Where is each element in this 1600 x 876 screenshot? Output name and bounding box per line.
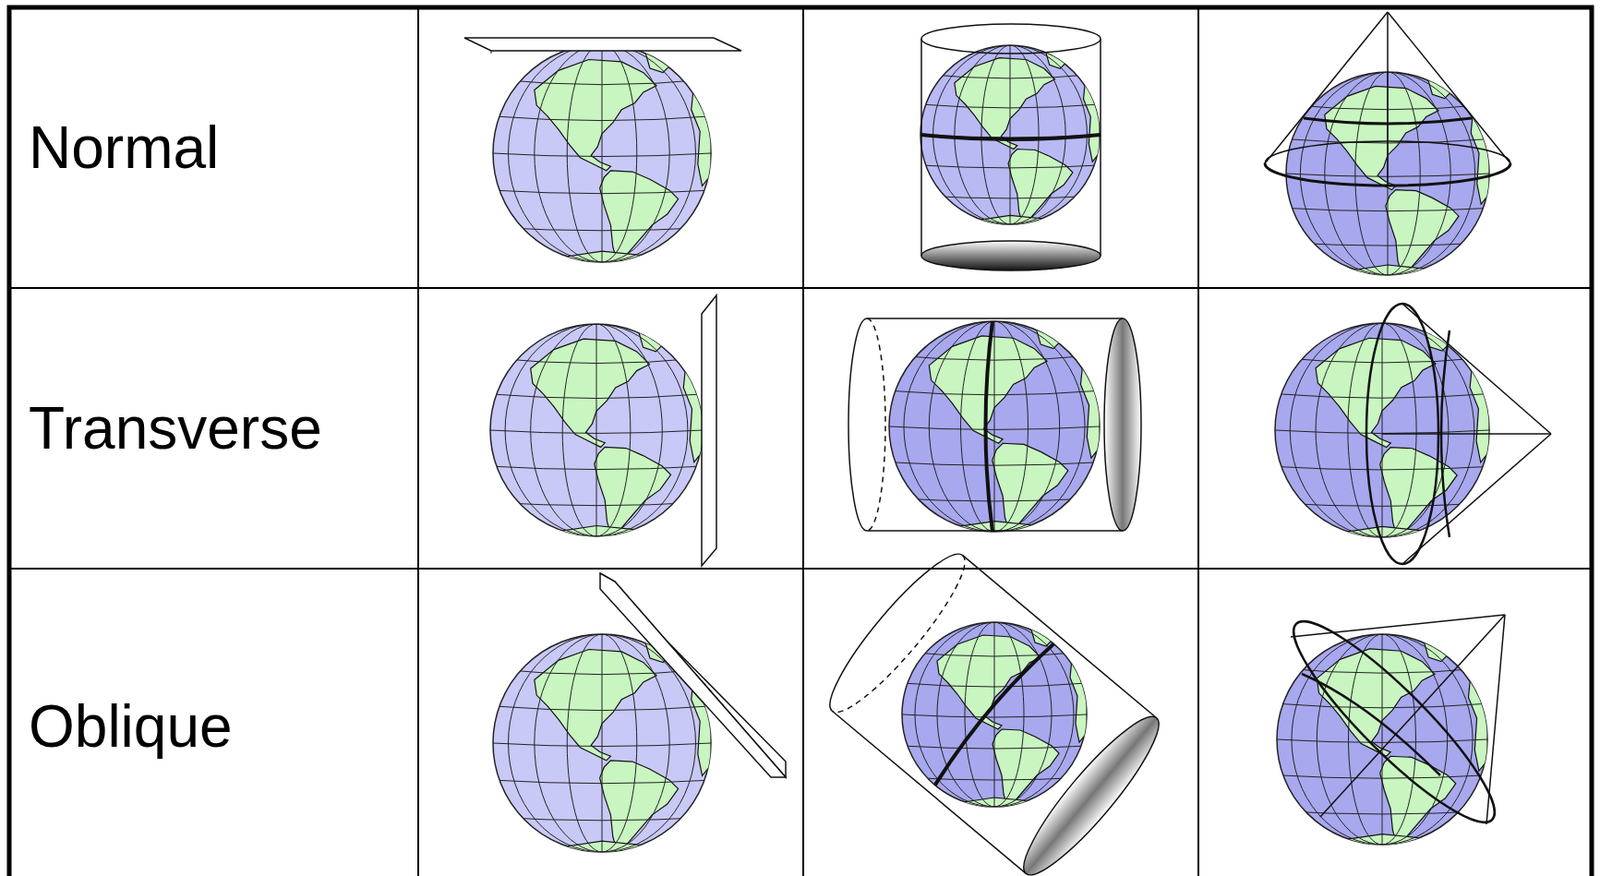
conic-transverse	[1275, 303, 1552, 565]
conic-oblique	[1274, 601, 1515, 856]
table-grid	[9, 7, 1592, 876]
row-label: Normal	[28, 118, 219, 178]
cylindrical-transverse	[848, 318, 1142, 542]
conic-normal	[1264, 12, 1511, 286]
row-label: Oblique	[28, 697, 233, 757]
cylindrical-oblique	[815, 541, 1174, 876]
planar-normal	[464, 37, 742, 274]
cylindrical-normal	[920, 24, 1101, 271]
planar-oblique	[493, 573, 786, 864]
planar-transverse	[490, 295, 717, 566]
row-label: Transverse	[28, 398, 323, 458]
